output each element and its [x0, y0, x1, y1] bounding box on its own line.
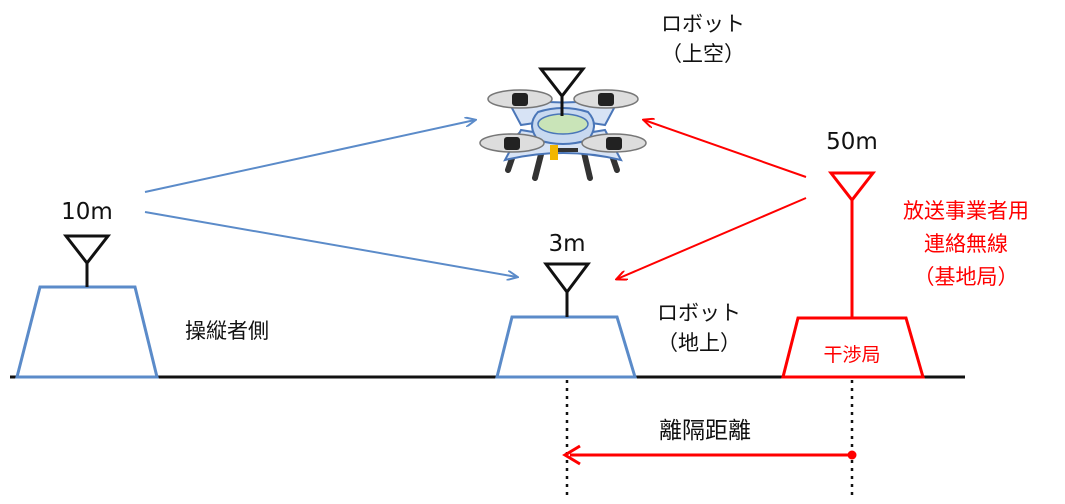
- broadcaster-label: 放送事業者用 連絡無線 （基地局）: [872, 195, 1060, 294]
- arrow-interferer-to-drone: [644, 120, 807, 178]
- operator-height-label: 10m: [61, 199, 113, 225]
- drone-antenna-icon: [537, 67, 587, 116]
- interferer-height-label: 50m: [826, 129, 878, 155]
- broadcaster-label-line2: 連絡無線: [924, 232, 1008, 256]
- arrow-interferer-to-robot-ground: [617, 197, 807, 279]
- operator-station-body: [15, 285, 159, 379]
- operator-side-label: 操縦者側: [185, 319, 269, 343]
- interferer-antenna-icon: [827, 171, 877, 203]
- robot-ground-label-line1: ロボット: [657, 301, 741, 325]
- robot-sky-label: ロボット （上空）: [648, 9, 758, 69]
- broadcaster-label-line3: （基地局）: [913, 265, 1019, 289]
- robot-ground-antenna-icon: [543, 262, 591, 317]
- robot-ground-height-label: 3m: [548, 231, 586, 257]
- arrow-operator-to-drone: [144, 120, 475, 193]
- drone-robot-icon: [479, 89, 647, 181]
- separation-distance-label: 離隔距離: [659, 418, 751, 444]
- broadcaster-label-line1: 放送事業者用: [903, 199, 1029, 223]
- operator-antenna-icon: [62, 234, 112, 287]
- arrow-operator-to-robot-ground: [144, 211, 517, 277]
- interferer-station-body: [781, 316, 925, 379]
- robot-ground-station-body: [495, 315, 638, 379]
- robot-ground-station: [495, 262, 638, 379]
- separation-distance-arrow: [562, 444, 857, 466]
- robot-ground-label-line2: （地上）: [657, 331, 741, 355]
- operator-station: [15, 234, 159, 379]
- robot-ground-label: ロボット （地上）: [644, 298, 754, 358]
- interferer-station-label: 干渉局: [823, 344, 881, 366]
- robot-sky-label-line2: （上空）: [661, 42, 745, 66]
- robot-sky-label-line1: ロボット: [661, 12, 745, 36]
- interferer-station: [781, 171, 925, 379]
